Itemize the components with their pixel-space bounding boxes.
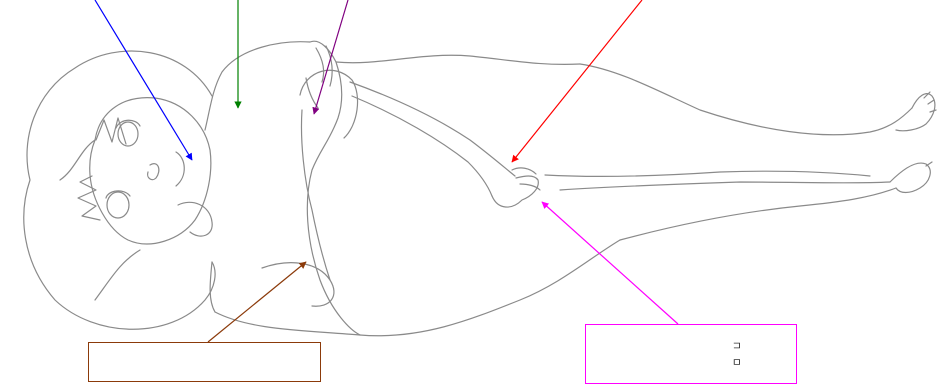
- breast-upper: [300, 70, 358, 138]
- hip-outline: [360, 240, 620, 336]
- neck-shoulder: [205, 42, 310, 130]
- arrow-red: [512, 0, 642, 162]
- fringe: [78, 118, 126, 220]
- callout-magenta-text: ㅁ ㄷ: [730, 339, 746, 368]
- back-outline: [215, 312, 360, 335]
- nose: [148, 164, 159, 180]
- mouth: [176, 152, 184, 186]
- foot-lower: [890, 163, 930, 192]
- hand-lower: [492, 168, 540, 207]
- eye-upper: [118, 122, 138, 146]
- leg-middle: [545, 171, 870, 176]
- foot-upper: [896, 94, 935, 131]
- arrow-purple: [314, 0, 348, 114]
- leg-middle-2: [560, 182, 890, 190]
- callout-box-magenta: ㅁ ㄷ: [585, 324, 797, 384]
- arrow-magenta: [542, 202, 678, 324]
- figure-sketch: [0, 0, 942, 372]
- diagram-canvas: ㅁ ㄷ: [0, 0, 942, 372]
- torso-top: [336, 55, 580, 64]
- callout-box-brown: [88, 342, 321, 382]
- eye-lower: [107, 192, 129, 218]
- toes: [924, 92, 936, 166]
- arm-upper-inner: [301, 110, 330, 280]
- leg-top: [580, 64, 912, 135]
- arm-lower-inner: [352, 96, 492, 196]
- arm-lower-outer: [350, 82, 515, 176]
- leg-bottom: [620, 188, 896, 240]
- face-outline: [90, 98, 211, 244]
- hair-outline: [24, 51, 215, 329]
